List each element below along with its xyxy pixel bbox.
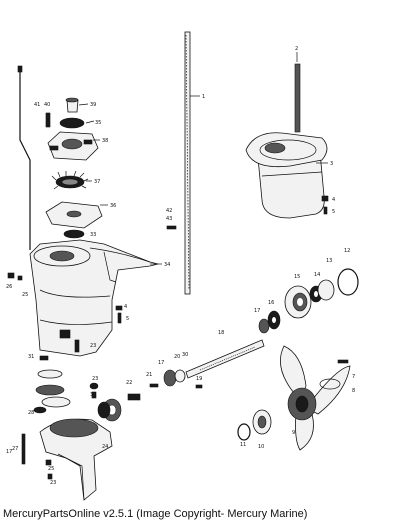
nut-part[interactable]	[7, 272, 23, 281]
callout-10: 10	[258, 444, 264, 450]
prop-nut-part[interactable]	[337, 359, 349, 364]
callout-1: 1	[202, 94, 205, 100]
callout-5: 5	[332, 209, 335, 215]
callout-33: 33	[90, 232, 96, 238]
gearcase-housing-part[interactable]	[29, 239, 159, 357]
callout-23: 23	[90, 343, 96, 349]
callout-27: 27	[12, 446, 18, 452]
callout-24: 24	[102, 444, 108, 450]
callout-31: 31	[28, 354, 34, 360]
callout-4: 4	[124, 304, 127, 310]
callout-21: 21	[146, 372, 152, 378]
callout-2: 2	[295, 46, 298, 52]
callout-39: 39	[90, 102, 96, 108]
callout-36: 36	[110, 203, 116, 209]
o-ring-part[interactable]	[317, 279, 335, 301]
callout-43: 43	[166, 216, 172, 222]
callout-labels: 1 2 3 4 5 5 4 7 8 9 10 11 12 13 14 15 16…	[6, 46, 355, 486]
stud-part[interactable]	[21, 433, 26, 465]
callout-20: 20	[174, 354, 180, 360]
callout-17: 17	[254, 308, 260, 314]
water-pump-housing-part[interactable]	[47, 117, 99, 161]
bearing-carrier-part[interactable]	[284, 285, 312, 319]
callout-17: 17	[158, 360, 164, 366]
spacer-housing-part[interactable]	[245, 132, 328, 219]
bushing-part[interactable]	[45, 97, 79, 128]
forward-gear-part[interactable]	[163, 369, 186, 387]
callout-26: 26	[6, 284, 12, 290]
callout-30: 30	[182, 352, 188, 358]
bearing-part[interactable]	[258, 318, 270, 334]
snap-ring-part[interactable]	[337, 268, 359, 296]
callout-35: 35	[95, 120, 101, 126]
callout-9: 9	[292, 430, 295, 436]
oil-seal-part[interactable]	[267, 310, 281, 330]
washer-part[interactable]	[89, 382, 99, 399]
callout-25: 25	[48, 466, 54, 472]
washer-part[interactable]	[237, 423, 251, 441]
callout-32: 32	[90, 392, 96, 398]
callout-11: 11	[240, 442, 246, 448]
callout-42: 42	[166, 208, 172, 214]
callout-5: 5	[126, 316, 129, 322]
nut-part[interactable]	[45, 459, 53, 480]
callout-23: 23	[50, 480, 56, 486]
callout-7: 7	[352, 374, 355, 380]
callout-23: 23	[92, 376, 98, 382]
pinion-bearing-part[interactable]	[35, 355, 71, 408]
pin-part[interactable]	[195, 384, 203, 389]
driveshaft-part[interactable]	[184, 31, 191, 295]
impeller-part[interactable]	[51, 170, 89, 190]
shift-rod-part[interactable]	[17, 65, 31, 250]
callout-15: 15	[294, 274, 300, 280]
spring-part[interactable]	[149, 383, 159, 388]
callout-41: 41	[34, 102, 40, 108]
callout-3: 3	[330, 161, 333, 167]
callout-19: 19	[196, 376, 202, 382]
image-caption: MercuryPartsOnline v2.5.1 (Image Copyrig…	[3, 508, 308, 520]
callout-38: 38	[102, 138, 108, 144]
callout-28: 28	[28, 410, 34, 416]
thrust-hub-part[interactable]	[252, 409, 272, 435]
reverse-gear-part[interactable]	[97, 398, 122, 422]
lower-gearcase-part[interactable]	[39, 418, 113, 501]
callout-4: 4	[332, 197, 335, 203]
callout-18: 18	[218, 330, 224, 336]
clutch-part[interactable]	[127, 393, 141, 401]
water-tube-part[interactable]	[294, 63, 301, 133]
bolt-part[interactable]	[321, 195, 329, 215]
callout-40: 40	[44, 102, 50, 108]
propeller-part[interactable]	[280, 345, 351, 451]
callout-22: 22	[126, 380, 132, 386]
callout-13: 13	[326, 258, 332, 264]
callout-34: 34	[164, 262, 170, 268]
pinion-gear-part[interactable]	[33, 406, 47, 414]
pump-plate-part[interactable]	[45, 201, 103, 229]
bolt-part[interactable]	[115, 305, 123, 324]
callout-17: 17	[6, 449, 12, 455]
callout-37: 37	[94, 179, 100, 185]
propeller-shaft-part[interactable]	[185, 339, 265, 379]
gasket-part[interactable]	[63, 229, 85, 239]
callout-16: 16	[268, 300, 274, 306]
callout-25: 25	[22, 292, 28, 298]
screw-part[interactable]	[74, 339, 80, 353]
callout-14: 14	[314, 272, 320, 278]
pin-part[interactable]	[166, 225, 177, 230]
callout-8: 8	[352, 388, 355, 394]
callout-12: 12	[344, 248, 350, 254]
